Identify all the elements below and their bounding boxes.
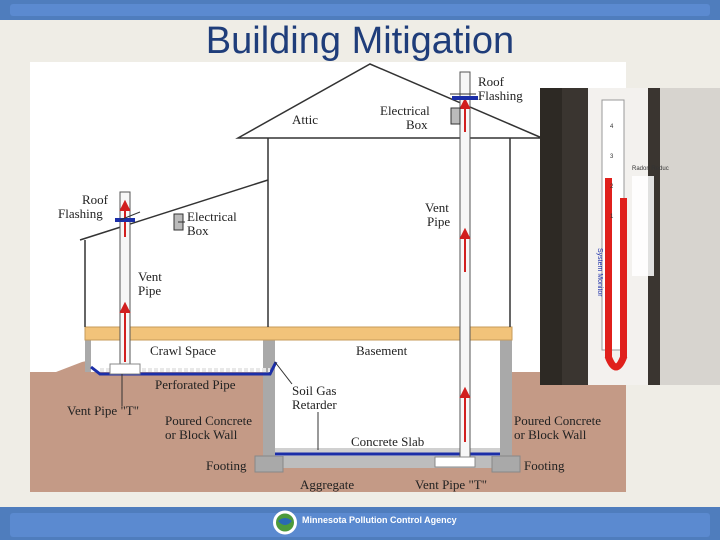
- slide-title: Building Mitigation: [205, 20, 515, 62]
- vent-pipe-left-label-2: Pipe: [138, 283, 161, 298]
- gauge-liquid-right: [620, 198, 627, 358]
- roof-flashing-left-label-1: Roof: [82, 192, 109, 207]
- electrical-box-right-label-1: Electrical: [380, 103, 430, 118]
- radon-system-monitor-photo: 4 3 2 1 Radon Reduc System Monitor: [540, 88, 720, 385]
- bottom-accent-bar: [0, 507, 720, 540]
- house-outline: [79, 63, 543, 327]
- leader-lines: [119, 93, 476, 450]
- footing-right-label: Footing: [524, 458, 565, 473]
- soil-gas-retarder-label-1: Soil Gas: [292, 383, 336, 398]
- building-mitigation-diagram: Attic Electrical Box Roof Flashing Vent …: [30, 62, 626, 492]
- roof-flashing-right-label-2: Flashing: [478, 88, 523, 103]
- concrete-slab: [275, 448, 500, 456]
- gauge-heading: Radon Reduc: [632, 166, 669, 172]
- vent-pipe-photo: [660, 88, 720, 385]
- crawl-wall-left: [85, 340, 91, 372]
- gauge-tick-2: 2: [610, 184, 614, 190]
- gauge-tick-1: 1: [610, 214, 614, 220]
- gauge-u-bend: [604, 354, 628, 371]
- vent-pipe-left-label-1: Vent: [138, 269, 162, 284]
- gauge-tick-4: 4: [610, 124, 614, 130]
- agency-name: Minnesota Pollution Control Agency: [302, 515, 457, 525]
- vent-pipe-right-label-2: Pipe: [427, 214, 450, 229]
- electrical-box-right: [450, 107, 461, 125]
- crawl-space-label: Crawl Space: [150, 343, 216, 358]
- floor-beam: [84, 326, 513, 341]
- top-accent-bar-inner: [10, 4, 710, 16]
- gauge-vertical-label: System Monitor: [596, 248, 603, 297]
- poured-concrete-left-label-1: Poured Concrete: [165, 413, 252, 428]
- poured-concrete-right-label-2: or Block Wall: [514, 427, 587, 442]
- electrical-box-left-label-2: Box: [187, 223, 209, 238]
- bottom-accent-bar-inner: [10, 513, 710, 537]
- footing-left-label: Footing: [206, 458, 247, 473]
- vent-pipe-t-bottom-label: Vent Pipe "T": [415, 477, 487, 492]
- electrical-box-left-label-1: Electrical: [187, 209, 237, 224]
- footing-left: [254, 455, 284, 473]
- attic-label: Attic: [292, 112, 318, 127]
- perforated-pipe-label: Perforated Pipe: [155, 377, 236, 392]
- vent-pipe-t-crawl: [109, 363, 141, 375]
- photo-wall-shadow: [540, 88, 562, 385]
- gauge-instruction-card: [632, 176, 654, 276]
- top-accent-bar: [0, 0, 720, 20]
- roof-flashing-left-label-2: Flashing: [58, 206, 103, 221]
- footing-right: [491, 455, 521, 473]
- soil-gas-retarder-crawl: [90, 361, 278, 376]
- aggregate-label: Aggregate: [300, 477, 354, 492]
- basement-wall-left: [263, 340, 275, 456]
- soil-gas-retarder-label-2: Retarder: [292, 397, 337, 412]
- gauge-liquid-left: [605, 178, 612, 358]
- roof-flashing-right-label-1: Roof: [478, 74, 505, 89]
- minnesota-pollution-control-agency-logo-icon: [273, 510, 297, 535]
- concrete-slab-label: Concrete Slab: [351, 434, 424, 449]
- basement-label: Basement: [356, 343, 408, 358]
- poured-concrete-right-label-1: Poured Concrete: [514, 413, 601, 428]
- basement-wall-right: [500, 340, 512, 456]
- poured-concrete-left-label-2: or Block Wall: [165, 427, 238, 442]
- gauge-tick-3: 3: [610, 154, 614, 160]
- electrical-box-right-label-2: Box: [406, 117, 428, 132]
- vent-pipe-t-bottom: [434, 456, 476, 468]
- vent-pipe-t-left-label: Vent Pipe "T": [67, 403, 139, 418]
- vent-pipe-right-label-1: Vent: [425, 200, 449, 215]
